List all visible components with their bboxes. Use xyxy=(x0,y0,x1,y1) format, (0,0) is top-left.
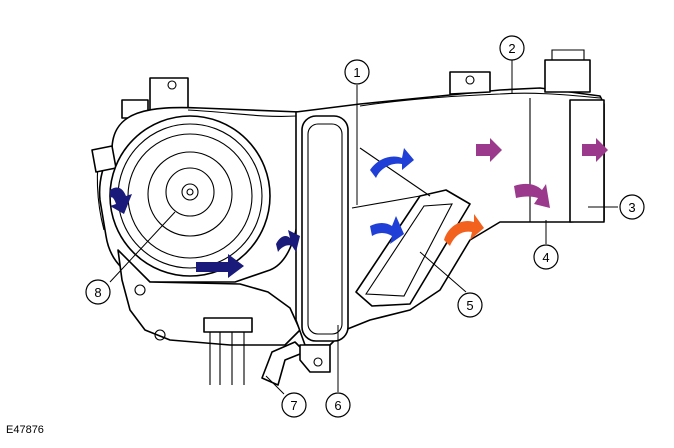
callout-5-label: 5 xyxy=(466,298,473,313)
blower-shaft xyxy=(181,183,199,201)
blend-flap xyxy=(351,195,421,209)
callout-3-label: 3 xyxy=(628,200,635,215)
leader-5 xyxy=(419,251,467,293)
flap-link xyxy=(359,147,431,197)
callout-7-label: 7 xyxy=(290,398,297,413)
callout-3: 3 xyxy=(619,194,645,220)
callout-4-label: 4 xyxy=(542,250,549,265)
callout-7: 7 xyxy=(281,392,307,418)
callout-1: 1 xyxy=(344,59,370,85)
blower-scroll xyxy=(109,115,271,277)
callout-8-label: 8 xyxy=(94,285,101,300)
top-cable-run xyxy=(187,92,601,117)
lower-mount-hole xyxy=(134,284,146,296)
airflow-arrow-purple xyxy=(476,138,502,162)
bracket-hole xyxy=(167,80,177,90)
callout-8: 8 xyxy=(85,279,111,305)
evaporator-core-inner xyxy=(365,203,453,297)
callout-4: 4 xyxy=(533,244,559,270)
callout-5: 5 xyxy=(457,292,483,318)
airflow-arrow-orange xyxy=(444,214,484,246)
airflow-arrow-navy xyxy=(276,230,300,252)
bottom-mount-hole xyxy=(313,357,323,367)
callout-leaders xyxy=(109,60,618,395)
callout-2: 2 xyxy=(499,35,525,61)
sensor-box xyxy=(544,59,591,93)
lower-mount-hole-2 xyxy=(154,329,166,341)
blower-hub xyxy=(165,167,215,217)
heater-housing xyxy=(91,49,605,386)
bottom-mount-tab xyxy=(299,344,331,373)
airflow-arrow-navy xyxy=(110,187,132,214)
airflow-arrow-blue xyxy=(370,148,414,178)
left-connector xyxy=(91,145,117,173)
callout-2-label: 2 xyxy=(508,41,515,56)
callout-6: 6 xyxy=(325,392,351,418)
airflow-arrow-purple xyxy=(514,183,550,208)
blower-motor xyxy=(147,151,233,237)
sensor-cap xyxy=(551,49,585,60)
callout-6-label: 6 xyxy=(334,398,341,413)
top-bracket-hole xyxy=(465,75,475,85)
airflow-arrow-navy xyxy=(196,254,244,278)
leader-7 xyxy=(265,375,285,395)
heater-core xyxy=(301,115,349,342)
lower-body xyxy=(117,249,301,346)
outlet-duct xyxy=(569,99,605,223)
figure-id: E47876 xyxy=(6,424,44,436)
heater-core-inner xyxy=(307,123,343,335)
leader-8 xyxy=(109,211,176,283)
drain-pipes xyxy=(203,317,253,385)
top-bracket xyxy=(449,71,491,95)
callouts: 1 2 3 4 5 6 7 8 xyxy=(85,35,645,418)
blower-fan xyxy=(109,115,271,277)
blower-shaft-center xyxy=(186,188,194,196)
airflow-arrows xyxy=(110,138,608,278)
pipe-manifold xyxy=(203,317,253,333)
callout-1-label: 1 xyxy=(353,65,360,80)
airflow-arrow-purple xyxy=(582,138,608,162)
airflow-arrow-blue xyxy=(370,216,404,244)
